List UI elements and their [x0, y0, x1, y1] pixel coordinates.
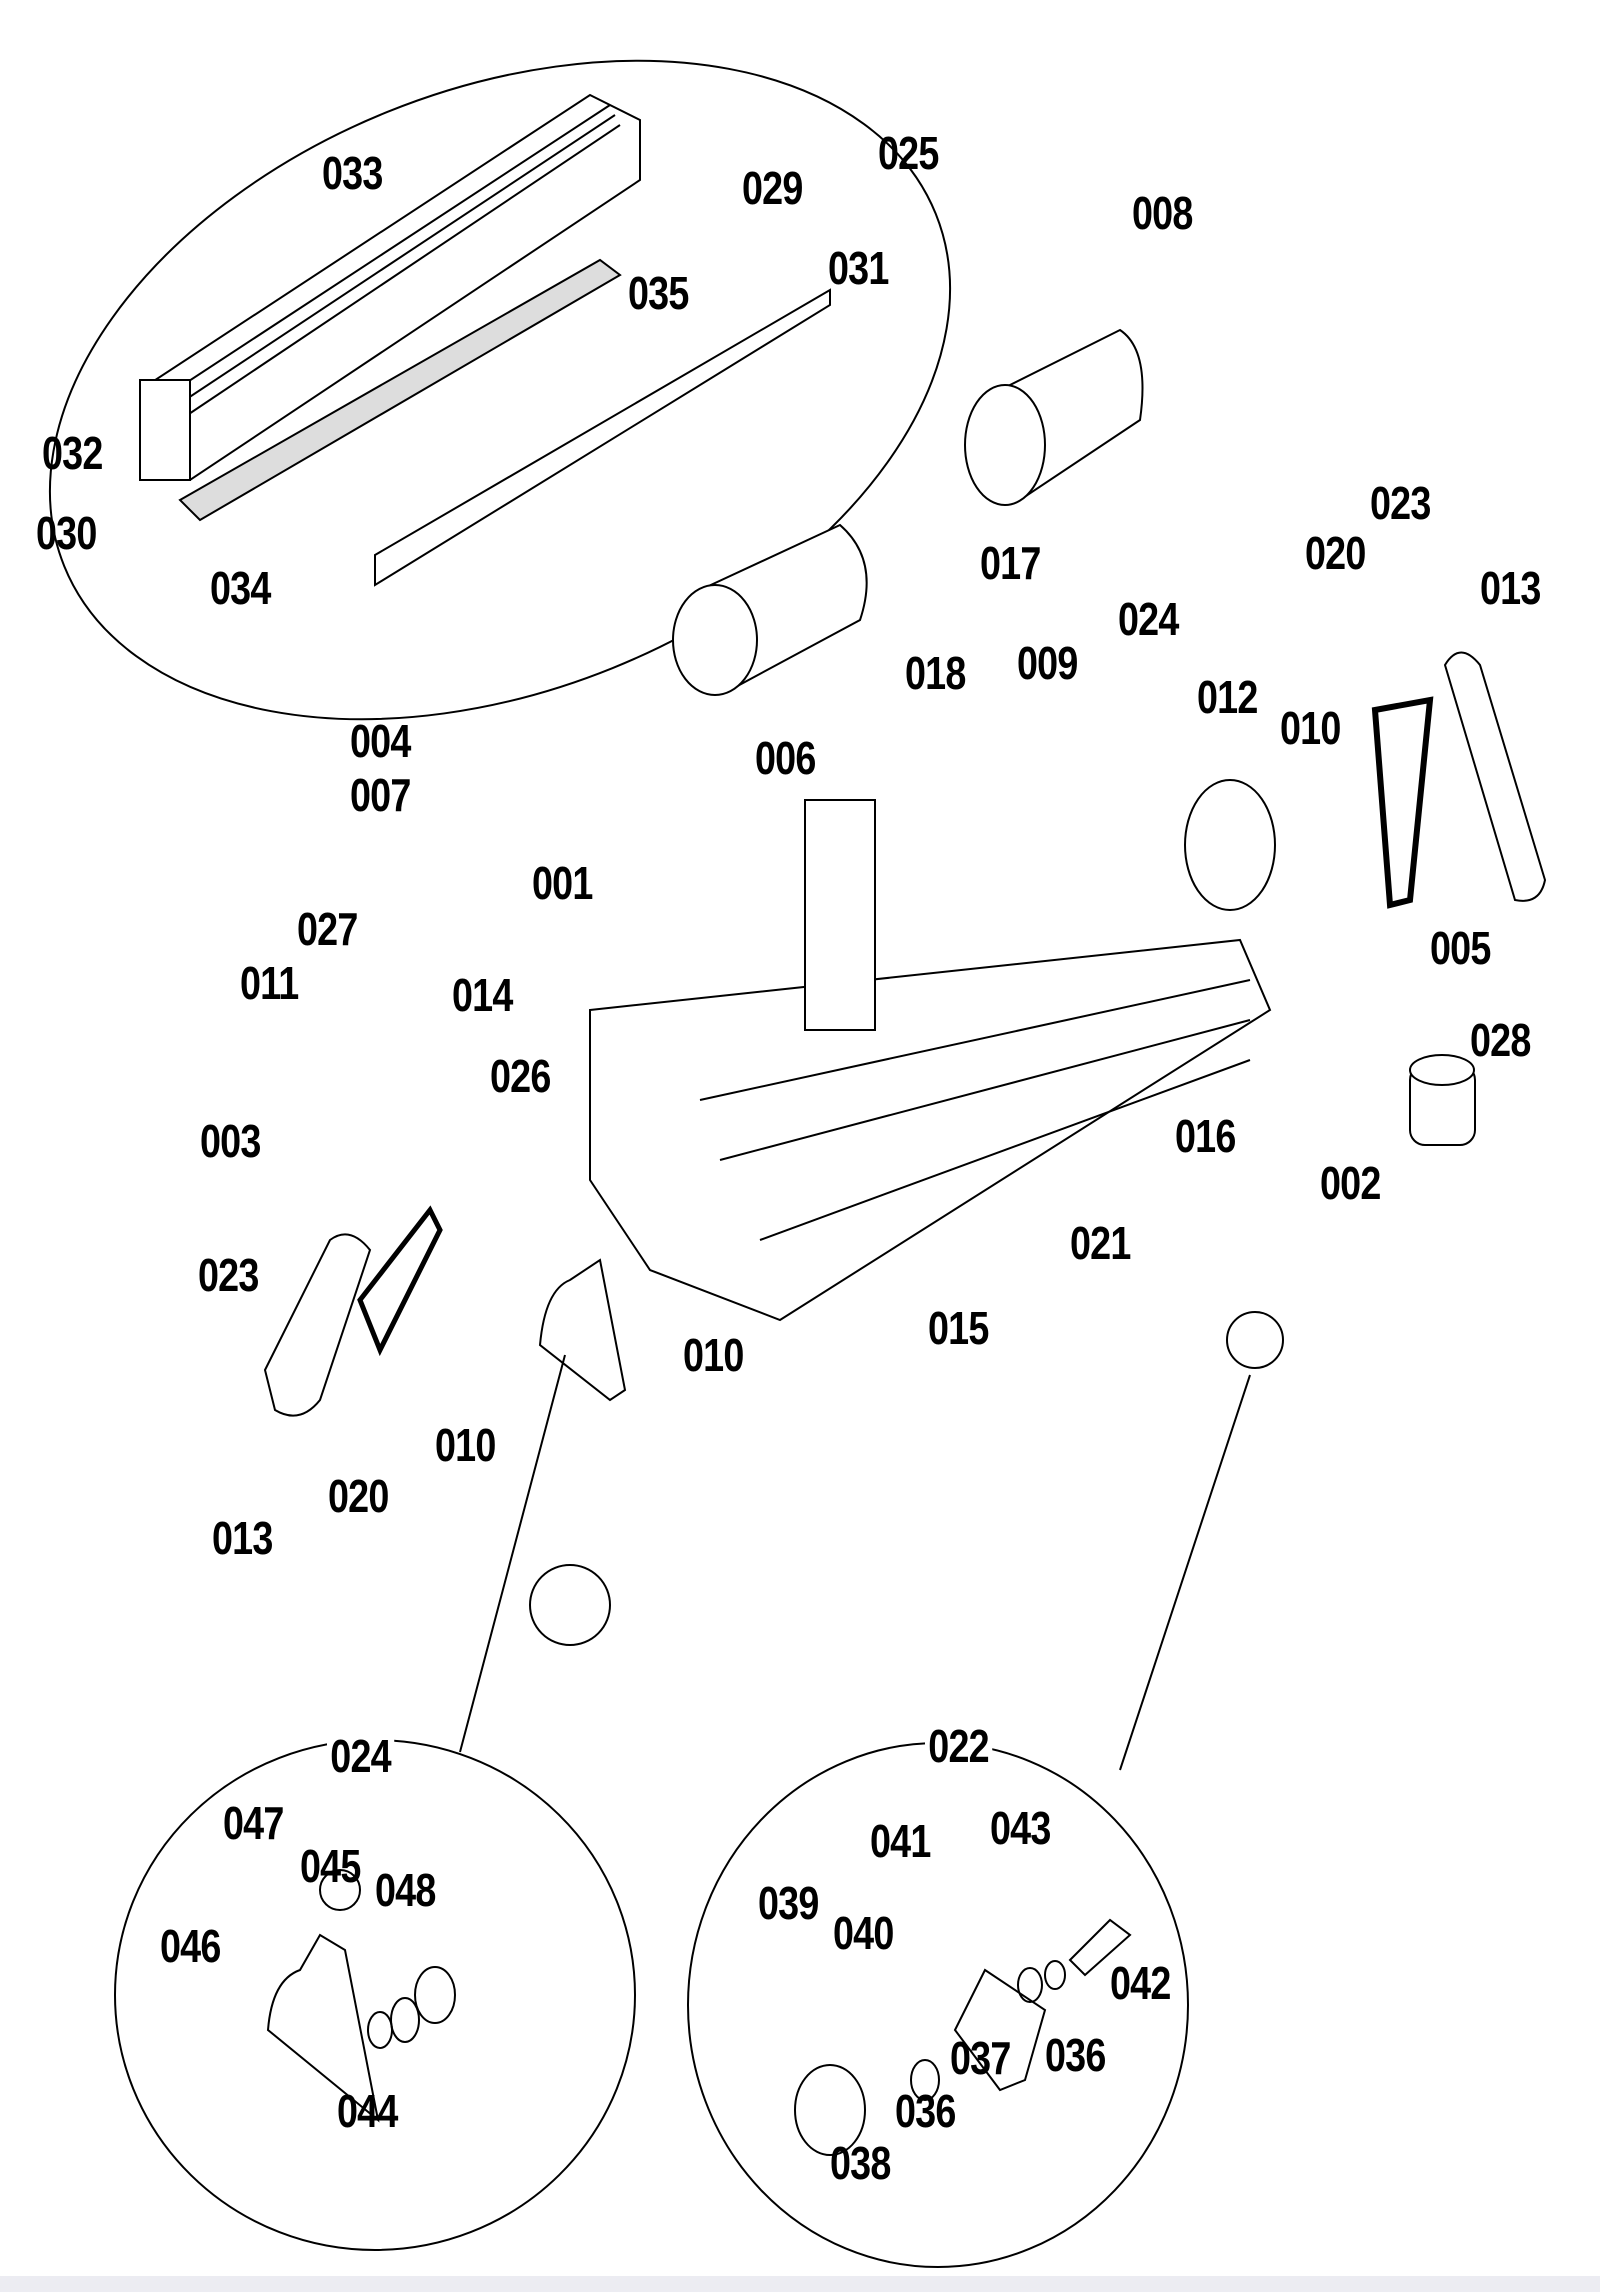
assembly-025-boundary [48, 59, 952, 721]
knob-part-lower [529, 1564, 611, 1646]
part-label-041: 041 [870, 1815, 931, 1867]
motor-part-upper [964, 328, 1144, 506]
part-label-004: 004 [350, 715, 411, 767]
part-label-034: 034 [210, 562, 271, 614]
bearing-detail-part [390, 1997, 420, 2043]
part-label-023-right: 023 [1370, 477, 1431, 529]
part-label-011: 011 [240, 957, 299, 1009]
detail-022-leader [1119, 1374, 1251, 1771]
gear-detail-part [414, 1966, 456, 2024]
part-label-021: 021 [1070, 1217, 1131, 1269]
part-label-001: 001 [532, 857, 593, 909]
part-label-035: 035 [628, 267, 689, 319]
bearing-housing-part [1184, 779, 1276, 911]
part-label-005: 005 [1430, 922, 1491, 974]
part-label-031: 031 [828, 242, 889, 294]
part-label-027: 027 [297, 903, 358, 955]
star-knob-detail-part [319, 1869, 361, 1911]
part-label-006: 006 [755, 732, 816, 784]
pulley-detail-part [794, 2064, 866, 2156]
part-label-016: 016 [1175, 1110, 1236, 1162]
part-label-023-left: 023 [198, 1249, 259, 1301]
washer-detail-part-c [1044, 1960, 1066, 1990]
part-label-033: 033 [322, 147, 383, 199]
part-label-007: 007 [350, 769, 411, 821]
part-label-020-right: 020 [1305, 527, 1366, 579]
part-label-013-right: 013 [1480, 562, 1541, 614]
knob-part [1226, 1311, 1284, 1369]
part-label-039: 039 [758, 1877, 819, 1929]
part-label-026: 026 [490, 1050, 551, 1102]
part-label-002: 002 [1320, 1157, 1381, 1209]
detail-024-title: 024 [327, 1733, 395, 1779]
part-label-032: 032 [42, 427, 103, 479]
part-label-003: 003 [200, 1115, 261, 1167]
blade-housing-part [139, 93, 641, 482]
part-label-010-top: 010 [1280, 702, 1341, 754]
belt-part-right [1371, 696, 1434, 909]
part-label-024-main: 024 [1118, 593, 1179, 645]
flange-bearing-detail-part [953, 1968, 1047, 2092]
part-label-045: 045 [300, 1840, 361, 1892]
roller-part [1409, 1054, 1476, 1146]
part-label-017: 017 [980, 537, 1041, 589]
motor-part-lower [672, 523, 868, 696]
part-label-029: 029 [742, 162, 803, 214]
perforated-plate-part [178, 258, 622, 522]
part-label-040: 040 [833, 1907, 894, 1959]
part-label-028: 028 [1470, 1014, 1531, 1066]
detail-024-leader [459, 1354, 566, 1753]
detail-024-boundary [114, 1739, 636, 2251]
washer-detail-part [367, 2011, 393, 2049]
guard-plate-part [538, 1258, 627, 1402]
belt-part-left [357, 1205, 443, 1357]
part-label-044: 044 [337, 2085, 398, 2137]
part-label-036-right: 036 [1045, 2029, 1106, 2081]
part-label-042: 042 [1110, 1957, 1171, 2009]
part-label-038: 038 [830, 2137, 891, 2189]
part-label-025: 025 [878, 127, 939, 179]
part-label-030: 030 [36, 507, 97, 559]
part-label-037: 037 [950, 2032, 1011, 2084]
part-label-046: 046 [160, 1920, 221, 1972]
part-label-010-frame: 010 [683, 1329, 744, 1381]
shaft-detail-part [1068, 1918, 1132, 1977]
part-label-008: 008 [1132, 187, 1193, 239]
belt-cover-part-right [1443, 651, 1547, 902]
part-label-012: 012 [1197, 671, 1258, 723]
detail-022-title: 022 [925, 1723, 993, 1769]
part-label-036-left: 036 [895, 2085, 956, 2137]
blade-strip-part [374, 288, 831, 587]
part-label-009: 009 [1017, 637, 1078, 689]
washer-detail-part-a [910, 2059, 940, 2101]
part-label-047: 047 [223, 1797, 284, 1849]
guard-detail-part [266, 1933, 380, 2123]
part-label-020-left: 020 [328, 1470, 389, 1522]
part-label-015: 015 [928, 1302, 989, 1354]
part-label-014: 014 [452, 969, 513, 1021]
washer-detail-part-b [1017, 1967, 1043, 2003]
belt-cover-part-left [263, 1233, 372, 1417]
part-label-013-left: 013 [212, 1512, 273, 1564]
part-label-010-left: 010 [435, 1419, 496, 1471]
part-label-043: 043 [990, 1802, 1051, 1854]
main-frame-part [589, 799, 1272, 1322]
part-label-018: 018 [905, 647, 966, 699]
part-label-048: 048 [375, 1864, 436, 1916]
page-bottom-edge [0, 2276, 1600, 2292]
